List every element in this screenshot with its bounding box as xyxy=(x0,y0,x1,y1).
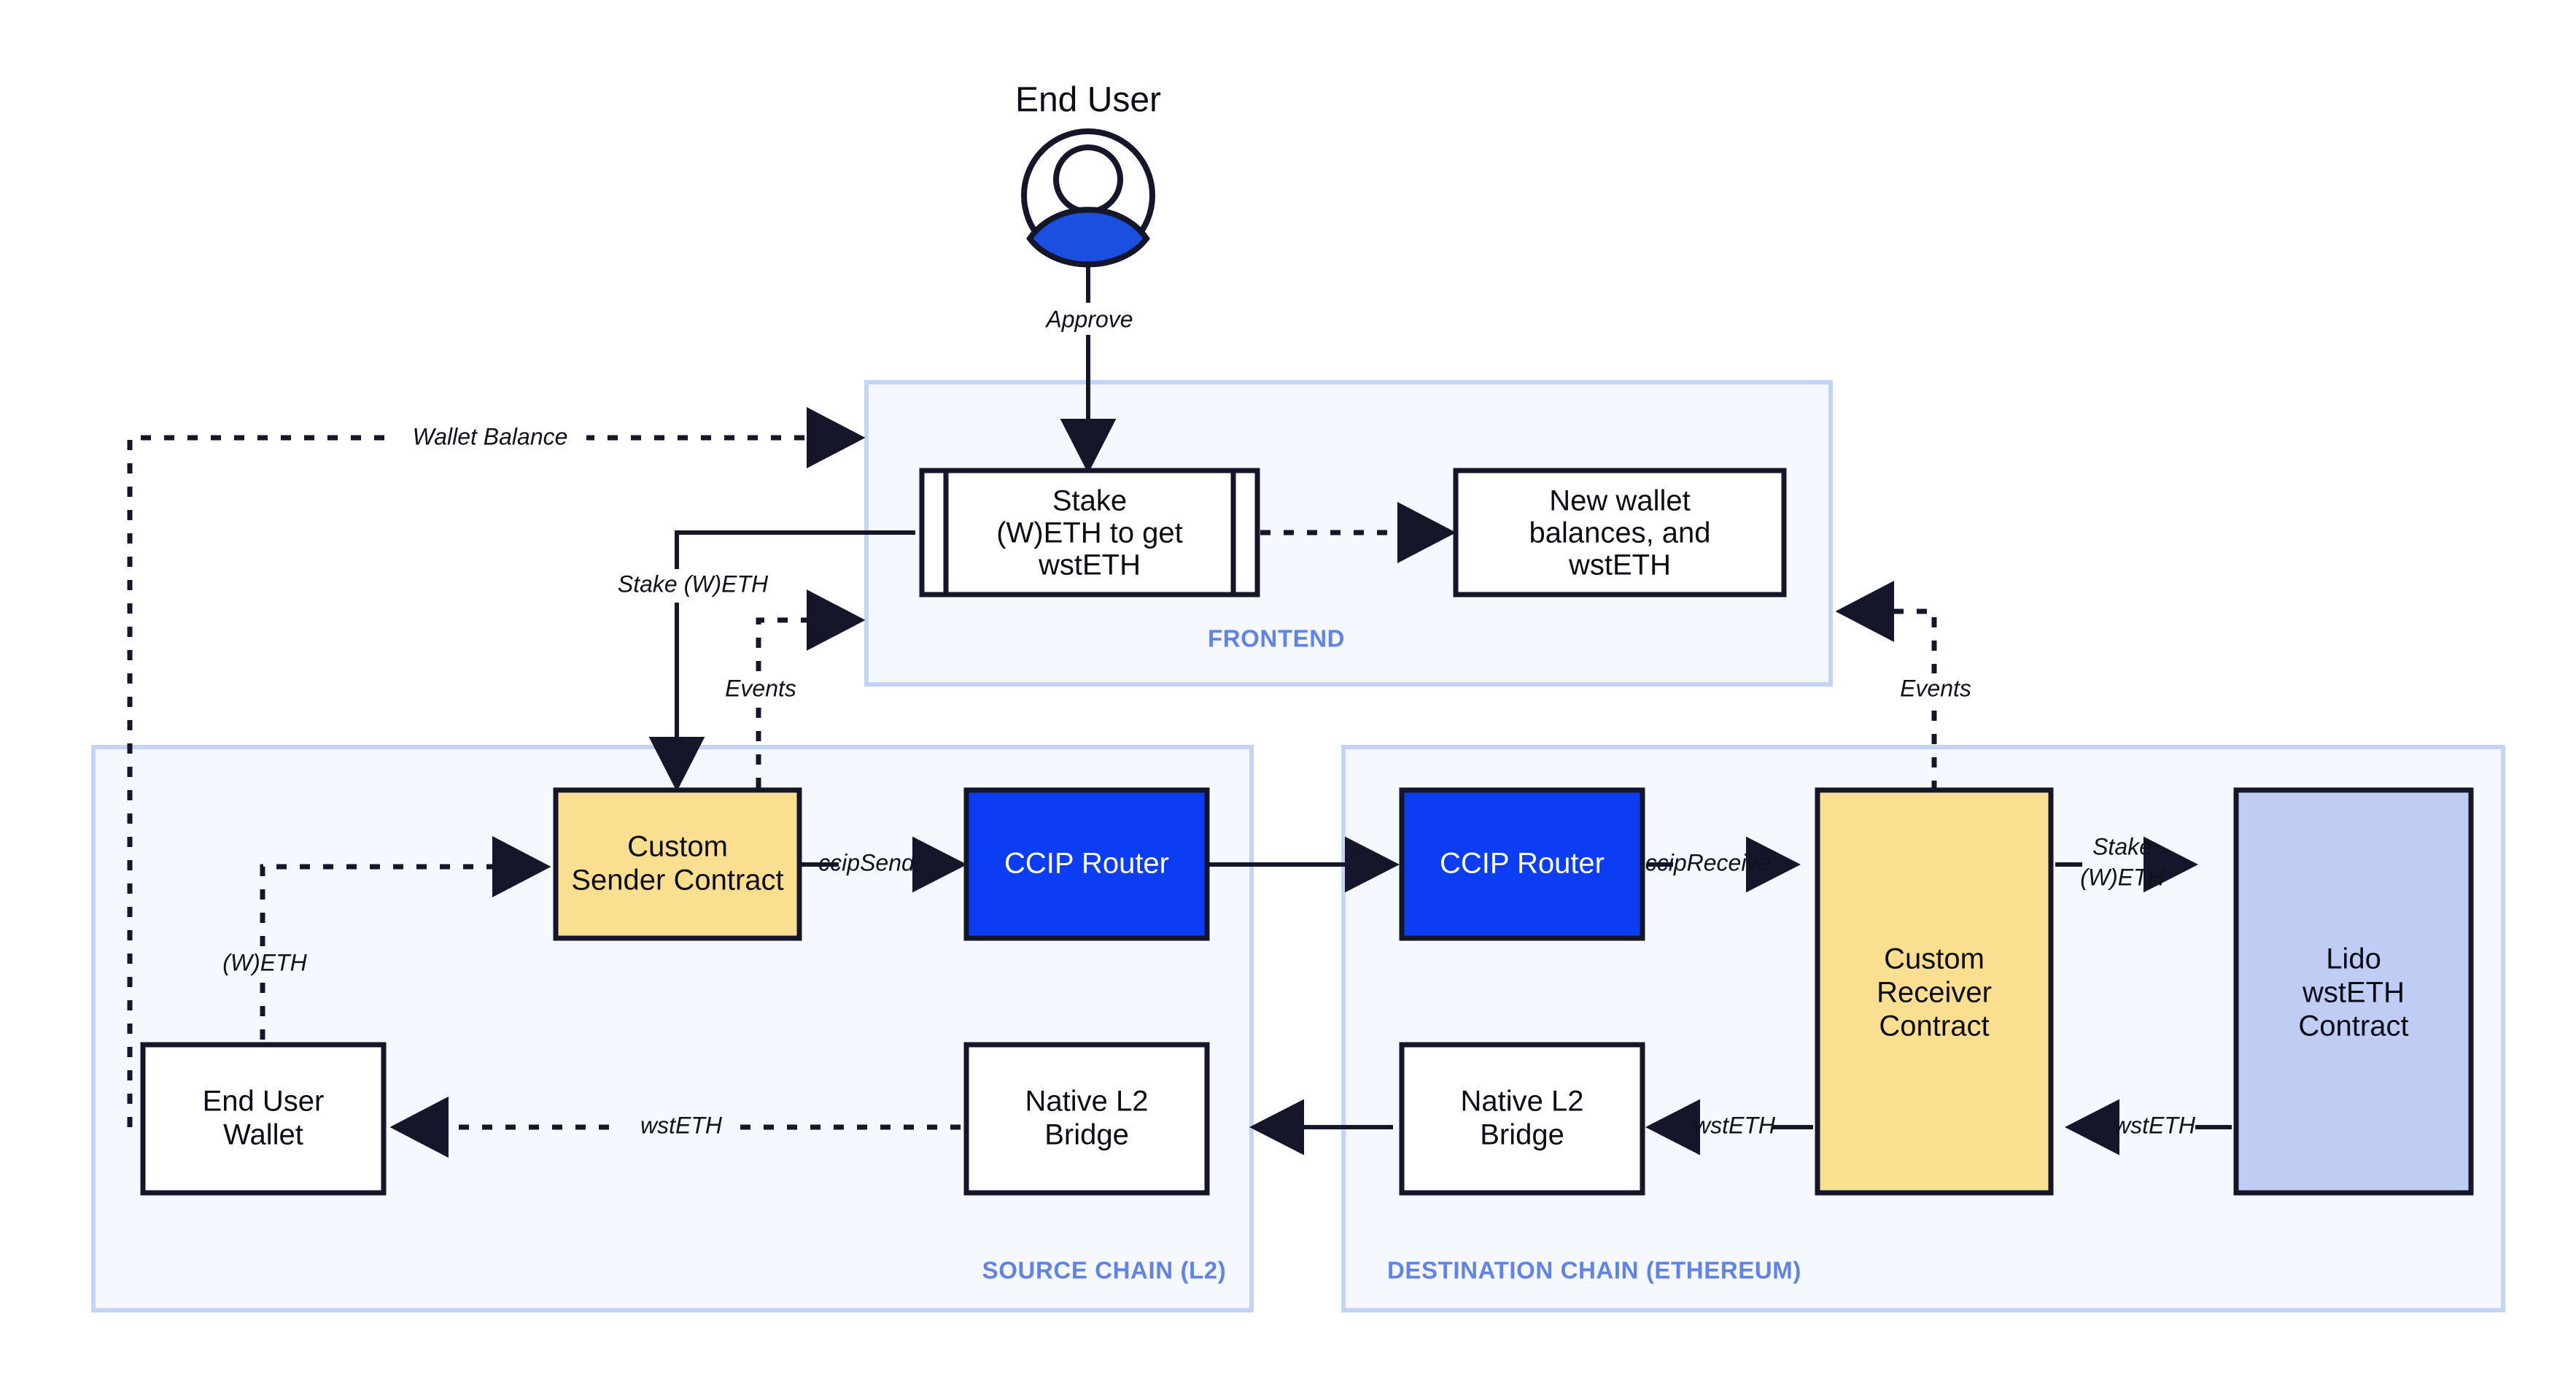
node-lido-contract-line-0: Lido xyxy=(2326,943,2381,975)
node-sender-contract-line-0: Custom xyxy=(627,831,728,863)
node-stake-ui-line-0: Stake xyxy=(1052,485,1127,517)
node-end-user-wallet-line-1: Wallet xyxy=(223,1119,303,1151)
node-native-bridge-source-line-0: Native L2 xyxy=(1025,1086,1149,1118)
node-stake-ui-line-1: (W)ETH to get xyxy=(996,517,1183,549)
edge-label-wallet-balance: Wallet Balance xyxy=(413,423,568,449)
edge-label-weth: (W)ETH xyxy=(222,949,307,975)
node-native-bridge-destination-line-0: Native L2 xyxy=(1461,1086,1584,1118)
group-label-destination-chain: DESTINATION CHAIN (ETHEREUM) xyxy=(1387,1257,1801,1284)
edge-label-stake-weth-lido-line2: (W)ETH xyxy=(2080,864,2165,890)
edge-label-stake-weth: Stake (W)ETH xyxy=(618,571,769,597)
edge-stake-weth xyxy=(648,530,915,792)
node-end-user-wallet[interactable]: End User Wallet xyxy=(140,1042,387,1196)
edge-events-destination xyxy=(1835,581,1937,791)
node-receiver-contract-line-1: Receiver xyxy=(1877,977,1992,1009)
edge-events-source xyxy=(756,589,866,788)
edge-label-ccip-send: ccipSend xyxy=(818,849,915,875)
node-end-user-wallet-line-0: End User xyxy=(203,1086,325,1118)
edge-label-stake-weth-lido-line1: Stake xyxy=(2092,833,2152,859)
group-label-source-chain: SOURCE CHAIN (L2) xyxy=(982,1257,1227,1284)
node-native-bridge-source-line-1: Bridge xyxy=(1044,1119,1129,1151)
edge-label-approve: Approve xyxy=(1044,306,1133,332)
node-receiver-contract-line-2: Contract xyxy=(1879,1010,1989,1043)
node-stake-ui[interactable]: Stake (W)ETH to get wstETH xyxy=(919,468,1260,597)
group-label-frontend: FRONTEND xyxy=(1208,625,1345,652)
node-sender-contract-line-1: Sender Contract xyxy=(571,865,783,897)
node-new-balances-line-1: balances, and xyxy=(1529,517,1710,549)
node-ccip-router-destination-label: CCIP Router xyxy=(1440,848,1605,880)
node-stake-ui-line-2: wstETH xyxy=(1038,549,1141,581)
node-ccip-router-source[interactable]: CCIP Router xyxy=(963,787,1210,941)
node-new-balances[interactable]: New wallet balances, and wstETH xyxy=(1453,468,1787,597)
user-avatar-icon xyxy=(1021,128,1155,268)
node-sender-contract[interactable]: Custom Sender Contract xyxy=(553,787,802,941)
node-ccip-router-source-label: CCIP Router xyxy=(1004,848,1169,880)
node-lido-contract-line-2: Contract xyxy=(2298,1010,2408,1043)
node-ccip-router-destination[interactable]: CCIP Router xyxy=(1399,787,1645,941)
actor-end-user[interactable]: End User xyxy=(1015,81,1161,268)
edge-label-ccip-receive: ccipReceive xyxy=(1645,849,1772,875)
edge-label-events-destination: Events xyxy=(1900,675,1971,701)
node-native-bridge-source[interactable]: Native L2 Bridge xyxy=(963,1042,1210,1196)
node-lido-contract[interactable]: Lido wstETH Contract xyxy=(2233,787,2474,1196)
edge-weth-to-sender xyxy=(260,836,551,1040)
edge-wallet-balance xyxy=(127,407,866,1127)
edge-label-wsteth-source: wstETH xyxy=(640,1112,723,1138)
node-native-bridge-destination[interactable]: Native L2 Bridge xyxy=(1399,1042,1645,1196)
edge-label-wsteth-lido: wstETH xyxy=(2114,1112,2196,1138)
node-receiver-contract-line-0: Custom xyxy=(1884,943,1985,975)
node-new-balances-line-2: wstETH xyxy=(1568,549,1671,581)
edge-label-wsteth-receiver: wstETH xyxy=(1694,1112,1776,1138)
actor-end-user-label: End User xyxy=(1015,81,1161,120)
edge-label-events-source: Events xyxy=(725,675,796,701)
node-native-bridge-destination-line-1: Bridge xyxy=(1480,1119,1564,1151)
node-lido-contract-line-1: wstETH xyxy=(2302,977,2405,1009)
node-receiver-contract[interactable]: Custom Receiver Contract xyxy=(1815,787,2054,1196)
node-new-balances-line-0: New wallet xyxy=(1549,485,1690,517)
